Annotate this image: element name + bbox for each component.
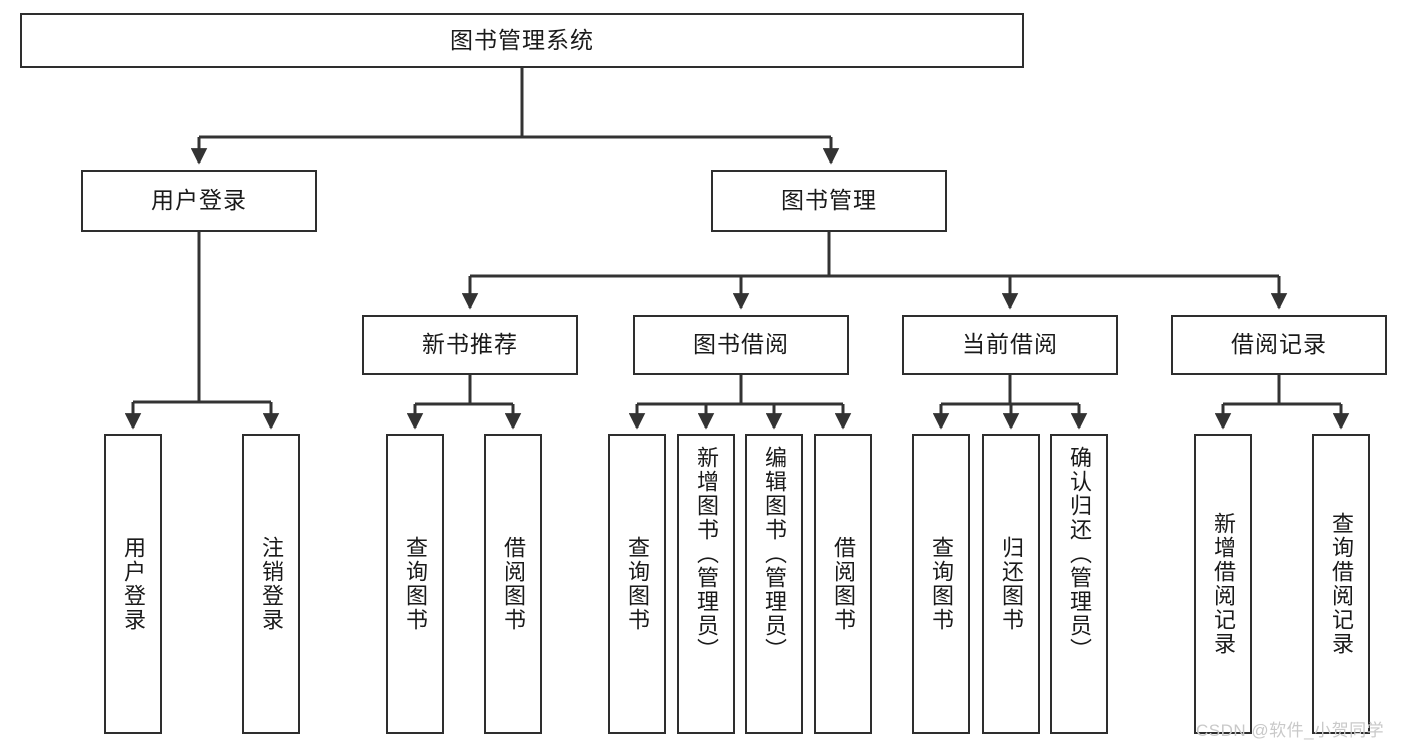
node-book-manage-label: 图书管理: [781, 187, 877, 214]
node-leaf-confirm-return-label: 确认归还（管理员）: [1066, 446, 1092, 662]
node-leaf-borrow-book-2-label: 借阅图书: [830, 536, 856, 632]
node-leaf-add-record[interactable]: 新增借阅记录: [1194, 434, 1252, 734]
node-leaf-confirm-return[interactable]: 确认归还（管理员）: [1050, 434, 1108, 734]
node-leaf-borrow-book-1[interactable]: 借阅图书: [484, 434, 542, 734]
node-borrow-records[interactable]: 借阅记录: [1171, 315, 1387, 375]
node-current-borrow[interactable]: 当前借阅: [902, 315, 1118, 375]
node-user-login-label: 用户登录: [151, 187, 247, 214]
node-new-book-recommend[interactable]: 新书推荐: [362, 315, 578, 375]
node-leaf-add-record-label: 新增借阅记录: [1210, 512, 1236, 656]
node-leaf-query-book-1-label: 查询图书: [402, 536, 428, 632]
node-leaf-return-book[interactable]: 归还图书: [982, 434, 1040, 734]
node-leaf-borrow-book-1-label: 借阅图书: [500, 536, 526, 632]
node-leaf-query-book-2[interactable]: 查询图书: [608, 434, 666, 734]
node-leaf-query-book-1[interactable]: 查询图书: [386, 434, 444, 734]
node-book-manage[interactable]: 图书管理: [711, 170, 947, 232]
node-root[interactable]: 图书管理系统: [20, 13, 1024, 68]
node-leaf-query-book-2-label: 查询图书: [624, 536, 650, 632]
node-leaf-edit-book-label: 编辑图书（管理员）: [761, 446, 787, 662]
node-book-borrow[interactable]: 图书借阅: [633, 315, 849, 375]
node-new-book-recommend-label: 新书推荐: [422, 331, 518, 358]
node-leaf-query-record[interactable]: 查询借阅记录: [1312, 434, 1370, 734]
node-leaf-logout[interactable]: 注销登录: [242, 434, 300, 734]
node-root-label: 图书管理系统: [450, 26, 594, 53]
node-leaf-user-login[interactable]: 用户登录: [104, 434, 162, 734]
node-leaf-add-book[interactable]: 新增图书（管理员）: [677, 434, 735, 734]
node-leaf-query-record-label: 查询借阅记录: [1328, 512, 1354, 656]
node-user-login[interactable]: 用户登录: [81, 170, 317, 232]
node-leaf-user-login-label: 用户登录: [120, 536, 146, 632]
node-leaf-logout-label: 注销登录: [258, 536, 284, 632]
node-leaf-borrow-book-2[interactable]: 借阅图书: [814, 434, 872, 734]
node-book-borrow-label: 图书借阅: [693, 331, 789, 358]
node-leaf-query-book-3-label: 查询图书: [928, 536, 954, 632]
csdn-watermark: CSDN @软件_小贺同学: [1196, 721, 1385, 740]
node-leaf-edit-book[interactable]: 编辑图书（管理员）: [745, 434, 803, 734]
node-current-borrow-label: 当前借阅: [962, 331, 1058, 358]
node-borrow-records-label: 借阅记录: [1231, 331, 1327, 358]
node-leaf-add-book-label: 新增图书（管理员）: [693, 446, 719, 662]
node-leaf-query-book-3[interactable]: 查询图书: [912, 434, 970, 734]
node-leaf-return-book-label: 归还图书: [998, 536, 1024, 632]
